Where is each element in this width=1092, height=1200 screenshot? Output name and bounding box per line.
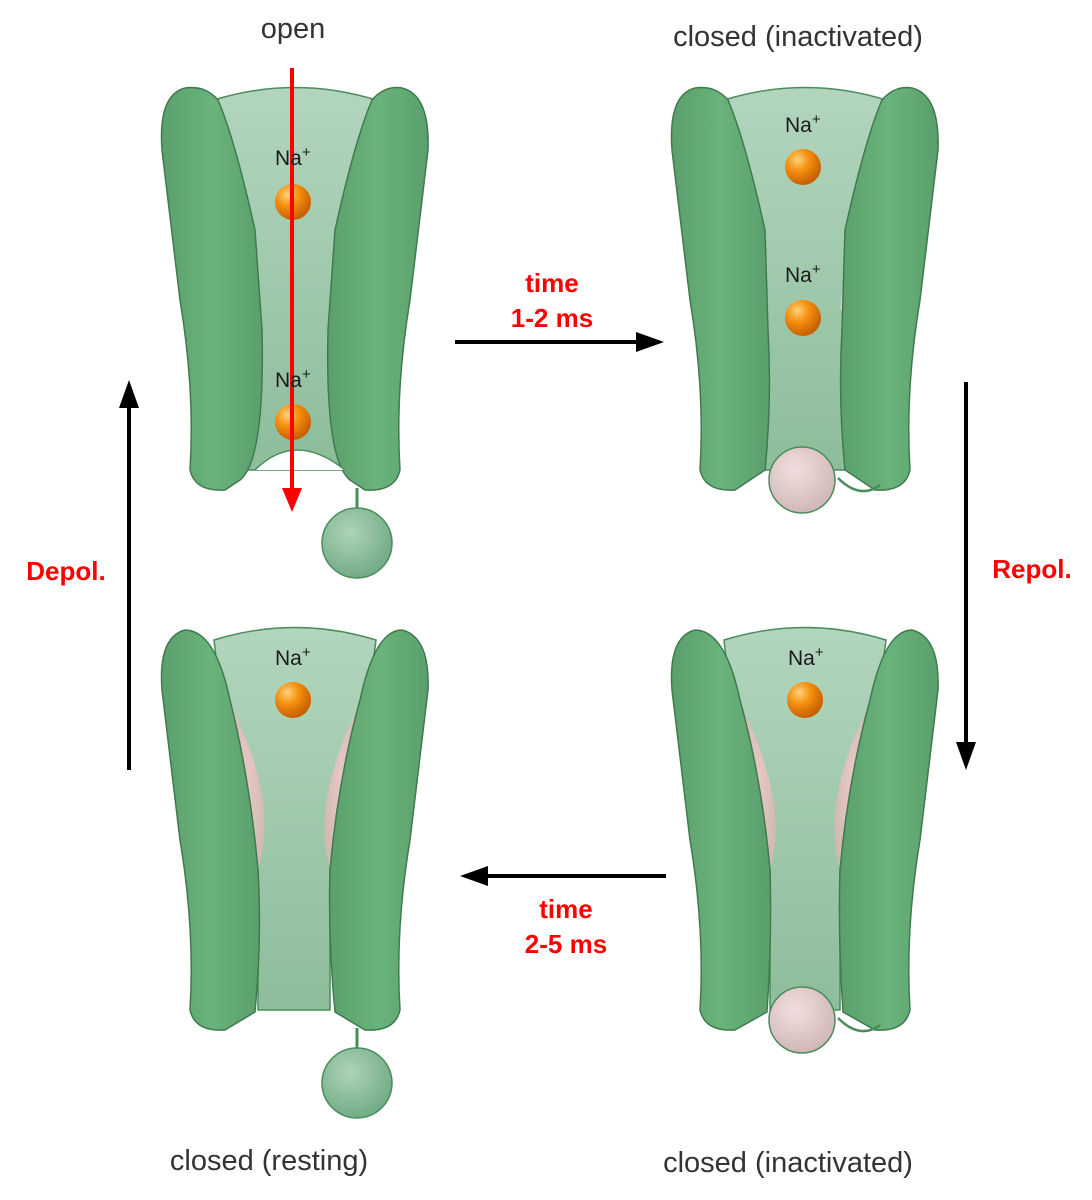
sodium-ion bbox=[785, 300, 821, 336]
ion-charge: + bbox=[302, 366, 311, 383]
channel-open: Na+ Na+ bbox=[160, 68, 429, 579]
inactivation-ball bbox=[768, 446, 836, 514]
transition-arrowhead bbox=[956, 742, 976, 770]
state-label-open: open bbox=[261, 13, 326, 45]
pore-bottom-opening bbox=[254, 449, 346, 471]
transition-arrowhead bbox=[119, 380, 139, 408]
svg-text:Na+: Na+ bbox=[785, 111, 821, 137]
sodium-ion bbox=[785, 149, 821, 185]
ion-symbol: Na bbox=[788, 647, 815, 670]
transition-label-top-line1: time bbox=[525, 268, 578, 298]
ion-symbol: Na bbox=[275, 647, 302, 670]
inactivation-ball bbox=[321, 1047, 393, 1119]
channel-wall-left bbox=[160, 86, 264, 491]
transition-label-bottom-line2: 2-5 ms bbox=[525, 929, 607, 959]
ion-symbol: Na bbox=[785, 264, 812, 287]
transition-label-top-line2: 1-2 ms bbox=[511, 303, 593, 333]
channel-wall-right bbox=[328, 629, 429, 1031]
svg-text:Na+: Na+ bbox=[785, 261, 821, 287]
channel-wall-right bbox=[838, 629, 939, 1031]
inactivation-tether bbox=[837, 1017, 881, 1033]
transition-arrowhead bbox=[636, 332, 664, 352]
state-label-inactivated-top: closed (inactivated) bbox=[673, 21, 923, 53]
sodium-ion bbox=[275, 682, 311, 718]
svg-text:Na+: Na+ bbox=[275, 644, 311, 670]
transition-arrowhead bbox=[460, 866, 488, 886]
channel-inactivated-top: Na+ Na+ bbox=[670, 86, 939, 514]
ion-charge: + bbox=[302, 644, 311, 661]
inactivation-ball bbox=[321, 507, 393, 579]
ion-symbol: Na bbox=[275, 369, 302, 392]
transition-label-depol: Depol. bbox=[26, 556, 105, 586]
svg-text:Na+: Na+ bbox=[275, 366, 311, 392]
ion-flow-arrowhead bbox=[282, 488, 302, 512]
ion-charge: + bbox=[815, 644, 824, 661]
ion-symbol: Na bbox=[785, 114, 812, 137]
channel-wall-left bbox=[670, 629, 772, 1031]
svg-text:Na+: Na+ bbox=[275, 144, 311, 170]
state-label-inactivated-bottom: closed (inactivated) bbox=[663, 1147, 913, 1179]
ion-symbol: Na bbox=[275, 147, 302, 170]
transition-label-bottom-line1: time bbox=[539, 894, 592, 924]
channel-wall-right bbox=[326, 86, 429, 491]
sodium-ion bbox=[787, 682, 823, 718]
ion-charge: + bbox=[302, 144, 311, 161]
ion-charge: + bbox=[812, 111, 821, 128]
inactivation-tether bbox=[837, 477, 881, 493]
channel-wall-left bbox=[160, 629, 261, 1031]
channel-wall-left bbox=[670, 86, 771, 491]
inactivation-ball bbox=[768, 986, 836, 1054]
transition-label-repol: Repol. bbox=[992, 554, 1071, 584]
svg-text:Na+: Na+ bbox=[788, 644, 824, 670]
channel-wall-right bbox=[839, 86, 939, 491]
channel-resting: Na+ bbox=[160, 626, 429, 1119]
channel-inactivated-bottom: Na+ bbox=[670, 626, 939, 1054]
ion-charge: + bbox=[812, 261, 821, 278]
state-label-resting: closed (resting) bbox=[170, 1145, 368, 1177]
